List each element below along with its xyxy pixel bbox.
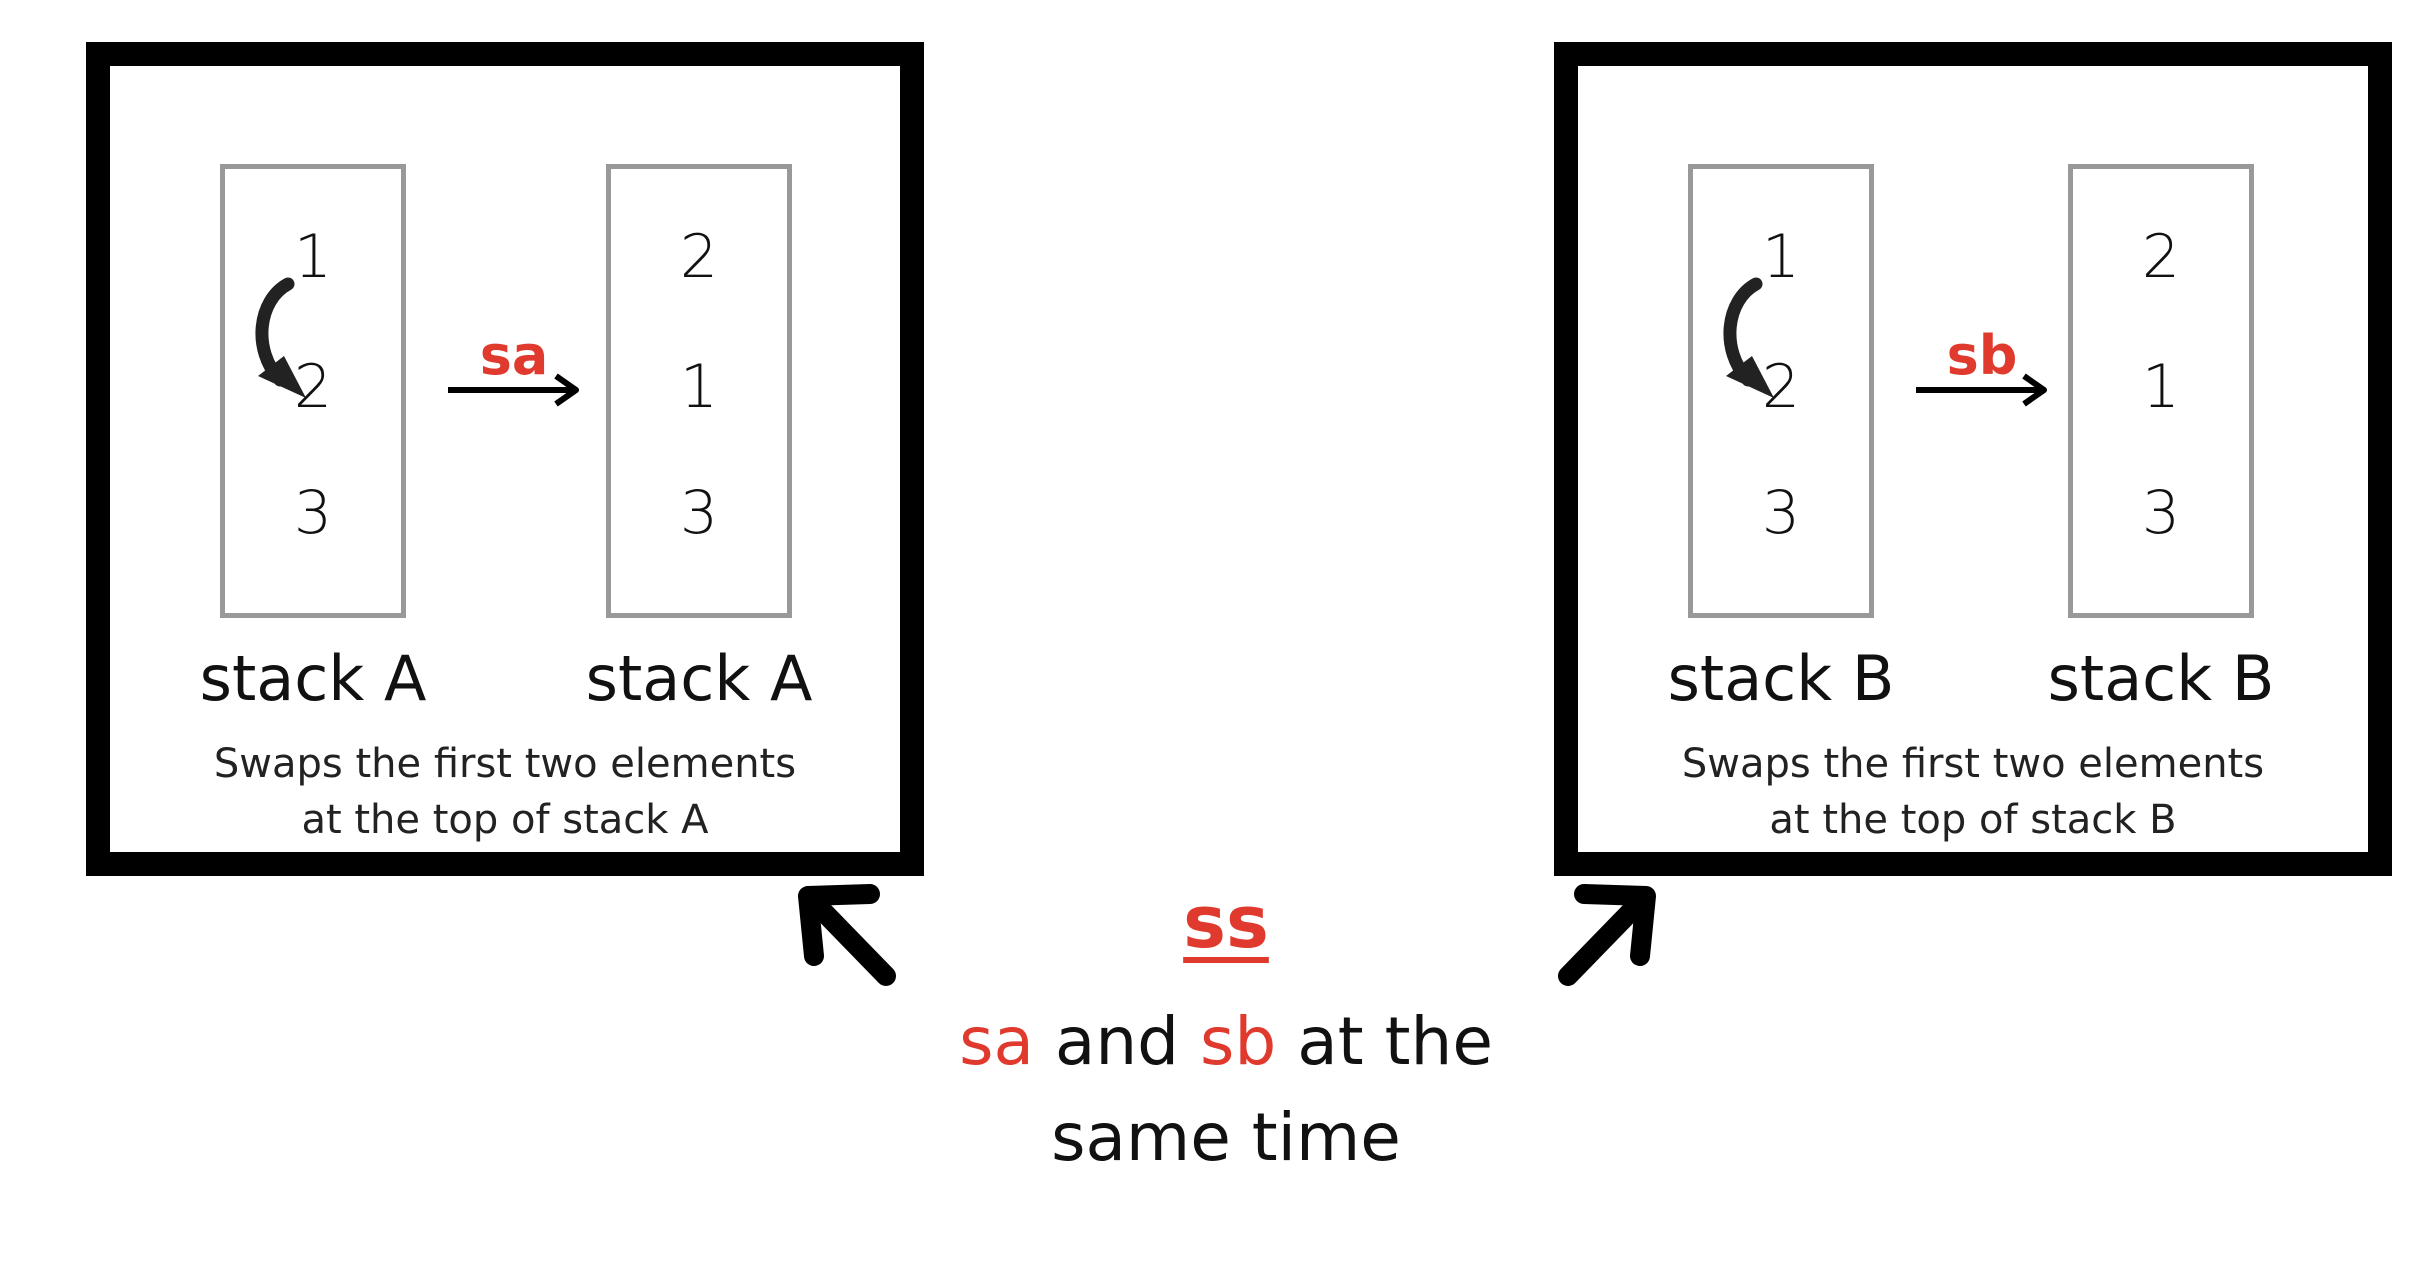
panel-a-description-line1: Swaps the first two elements (213, 741, 797, 787)
curved-swap-arrow-icon (255, 277, 306, 398)
stack-a-after-label: stack A (585, 642, 813, 715)
operation-label-sb: sb (1946, 324, 2018, 387)
operation-label-sa: sa (479, 324, 549, 387)
stack-b-after-item-3: 3 (2141, 478, 2181, 548)
panel-stack-a: 1 2 3 sa 2 1 3 stack A stack A Swaps the… (86, 42, 924, 876)
stack-b-after-item-1: 2 (2141, 222, 2181, 292)
curved-swap-arrow-icon (1723, 277, 1774, 398)
stack-b-before-item-1: 1 (1761, 222, 1801, 292)
stack-a-after-item-3: 3 (679, 478, 719, 548)
right-arrow-icon (448, 373, 579, 407)
stack-b-before: 1 2 3 (1688, 164, 1874, 618)
panel-b-description-line2: at the top of stack B (1769, 797, 2177, 843)
stack-a-after-item-1: 2 (679, 222, 719, 292)
panel-stack-b: 1 2 3 sb 2 1 3 stack B stack B Swaps the… (1554, 42, 2392, 876)
ss-part-at-the: at the (1276, 1003, 1493, 1080)
arrow-up-left-icon (798, 884, 896, 986)
stack-a-before-item-3: 3 (293, 478, 333, 548)
stack-b-before-item-3: 3 (1761, 478, 1801, 548)
stack-b-after-item-2: 1 (2141, 352, 2181, 422)
ss-description-line1: sa and sb at the (866, 994, 1586, 1090)
stack-b-before-item-2: 2 (1761, 352, 1801, 422)
stack-b-after: 2 1 3 (2068, 164, 2254, 618)
panel-a-description: Swaps the first two elements at the top … (110, 736, 900, 848)
ss-part-sa: sa (959, 1003, 1034, 1080)
stack-b-after-label: stack B (2047, 642, 2275, 715)
stack-a-after-item-2: 1 (679, 352, 719, 422)
ss-part-sb: sb (1200, 1003, 1277, 1080)
stack-b-before-label: stack B (1667, 642, 1895, 715)
ss-description-line2: same time (1051, 1099, 1401, 1176)
arrow-up-right-icon (1558, 884, 1656, 986)
stack-a-before: 1 2 3 (220, 164, 406, 618)
panel-b-description-line1: Swaps the first two elements (1681, 741, 2265, 787)
ss-description: sa and sb at the same time (866, 994, 1586, 1186)
stack-a-before-label: stack A (199, 642, 427, 715)
panel-a-description-line2: at the top of stack A (301, 797, 709, 843)
stack-a-after: 2 1 3 (606, 164, 792, 618)
panel-b-description: Swaps the first two elements at the top … (1578, 736, 2368, 848)
ss-part-and: and (1033, 1003, 1201, 1080)
right-arrow-icon (1916, 373, 2047, 407)
ss-title: ss (1183, 880, 1269, 964)
stack-a-before-item-2: 2 (293, 352, 333, 422)
stack-a-before-item-1: 1 (293, 222, 333, 292)
